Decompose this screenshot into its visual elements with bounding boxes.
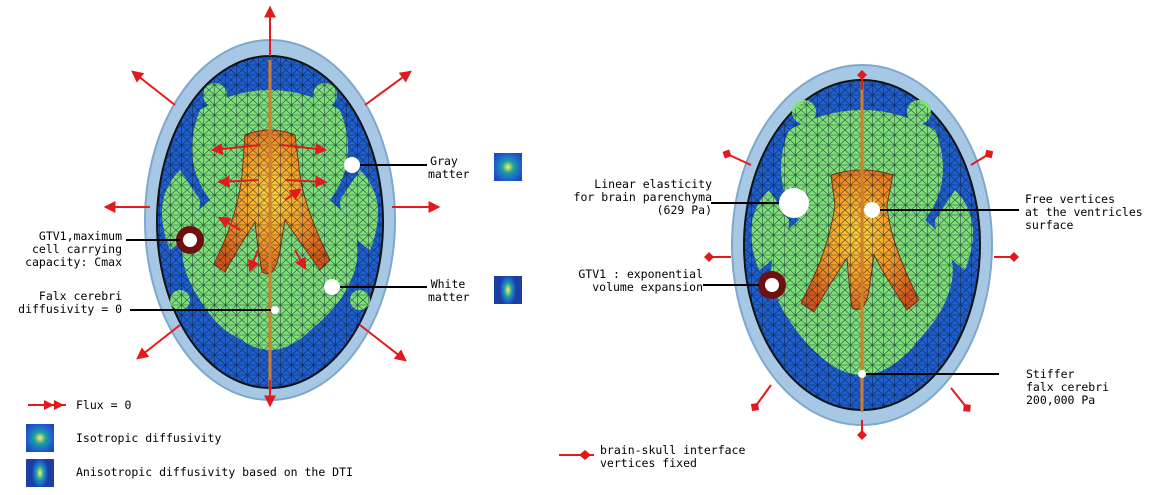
legend-anisotropic-icon	[26, 459, 54, 487]
gtv1-right-label: GTV1 : exponential volume expansion	[578, 267, 703, 294]
left-flux-arrows	[103, 5, 441, 408]
right-leader-lines	[703, 202, 1019, 375]
falx-marker	[271, 306, 279, 314]
legend-anisotropic-label: Anisotropic diffusivity based on the DTI	[76, 465, 353, 479]
white-matter-marker	[324, 279, 340, 295]
anisotropic-diffusion-icon	[494, 276, 522, 304]
flux-zero-arrow-icon	[28, 400, 66, 410]
falx-label: Falx cerebri diffusivity = 0	[18, 289, 122, 316]
linear-elasticity-label: Linear elasticity for brain parenchyma (…	[573, 177, 712, 217]
free-vertices-label: Free vertices at the ventricles surface	[1025, 192, 1143, 232]
stiffer-falx-marker	[858, 370, 866, 378]
left-tumor	[176, 226, 204, 254]
legend-flux-label: Flux = 0	[76, 398, 132, 412]
gray-matter-marker	[344, 157, 360, 173]
right-brain-diagram	[559, 64, 1019, 460]
left-brain-diagram	[103, 5, 441, 408]
linear-elasticity-marker	[779, 188, 809, 218]
stiffer-falx-label: Stiffer falx cerebri 200,000 Pa	[1026, 367, 1110, 407]
left-leader-lines	[126, 164, 427, 311]
gtv1-left-label: GTV1,maximum cell carrying capacity: Cma…	[25, 229, 122, 269]
free-vertices-marker	[864, 202, 880, 218]
legend-isotropic-icon	[26, 424, 54, 452]
white-matter-label: White matter	[428, 277, 470, 304]
right-tumor	[758, 271, 786, 299]
gray-matter-label: Gray matter	[428, 154, 470, 181]
legend-isotropic-label: Isotropic diffusivity	[76, 431, 222, 445]
right-legend-fixed-icon	[559, 450, 594, 460]
legend-fixed-label: brain-skull interface vertices fixed	[600, 443, 746, 470]
isotropic-diffusion-icon	[494, 153, 522, 181]
right-fixed-vertex-markers	[704, 70, 1019, 440]
